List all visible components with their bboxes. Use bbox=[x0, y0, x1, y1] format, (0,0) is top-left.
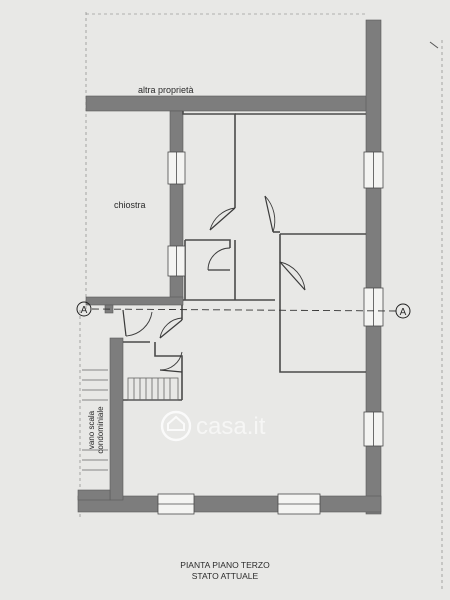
stair-label-line1: vano scala bbox=[87, 410, 96, 449]
door-arc-bath bbox=[207, 247, 231, 271]
wall-top bbox=[85, 95, 381, 112]
door-arc-bathroom-right bbox=[279, 261, 306, 291]
section-marker-right: A bbox=[395, 303, 411, 319]
wall-right bbox=[365, 19, 382, 515]
window-courtyard-upper bbox=[167, 151, 186, 185]
door-leaf-entrance-left bbox=[122, 309, 127, 337]
wall-courtyard-bottom bbox=[85, 296, 184, 306]
window-bottom-right bbox=[277, 493, 321, 515]
partition-hall-left bbox=[154, 342, 183, 400]
door-leaf-hall bbox=[159, 369, 183, 373]
neighbor-label: altra proprietà bbox=[138, 85, 194, 95]
section-line bbox=[91, 308, 397, 312]
door-arc-entrance-left bbox=[125, 311, 153, 337]
partition-bathroom-left bbox=[279, 234, 366, 373]
condominium-stair-steps bbox=[82, 369, 108, 471]
door-leaf-bathroom-right bbox=[279, 261, 306, 291]
stair-label-line2: condominiale bbox=[96, 406, 105, 454]
plan-title-line2: STATO ATTUALE bbox=[192, 571, 259, 581]
door-arc-hall bbox=[159, 351, 183, 371]
partition-small-bath bbox=[185, 239, 231, 248]
section-marker-right-label: A bbox=[400, 307, 407, 318]
plan-title-line1: PIANTA PIANO TERZO bbox=[180, 560, 270, 570]
section-marker-left-label: A bbox=[81, 305, 88, 316]
watermark: casa.it bbox=[160, 410, 266, 442]
door-arc-center-left bbox=[209, 207, 236, 231]
partition-corridor-top bbox=[182, 111, 236, 208]
house-logo-icon bbox=[160, 410, 192, 442]
door-leaf-center-right bbox=[264, 195, 274, 233]
door-arc-entrance-right bbox=[159, 317, 183, 339]
window-right-lower bbox=[363, 411, 384, 447]
door-arc-center-right bbox=[264, 195, 276, 233]
door-leaf-center-left bbox=[209, 207, 236, 231]
door-leaf-entrance-right bbox=[159, 319, 183, 339]
wall-lower-left bbox=[77, 489, 111, 501]
watermark-text: casa.it bbox=[196, 413, 266, 440]
window-right-upper bbox=[363, 151, 384, 189]
section-marker-left: A bbox=[76, 301, 92, 317]
window-bottom-left bbox=[157, 493, 195, 515]
wall-bottom bbox=[77, 495, 382, 513]
courtyard-label: chiostra bbox=[114, 200, 146, 210]
corner-tick bbox=[429, 41, 439, 49]
internal-stair bbox=[127, 377, 179, 401]
wall-stair-right bbox=[109, 337, 124, 501]
window-right-middle bbox=[363, 287, 384, 327]
window-courtyard-lower bbox=[167, 245, 186, 277]
